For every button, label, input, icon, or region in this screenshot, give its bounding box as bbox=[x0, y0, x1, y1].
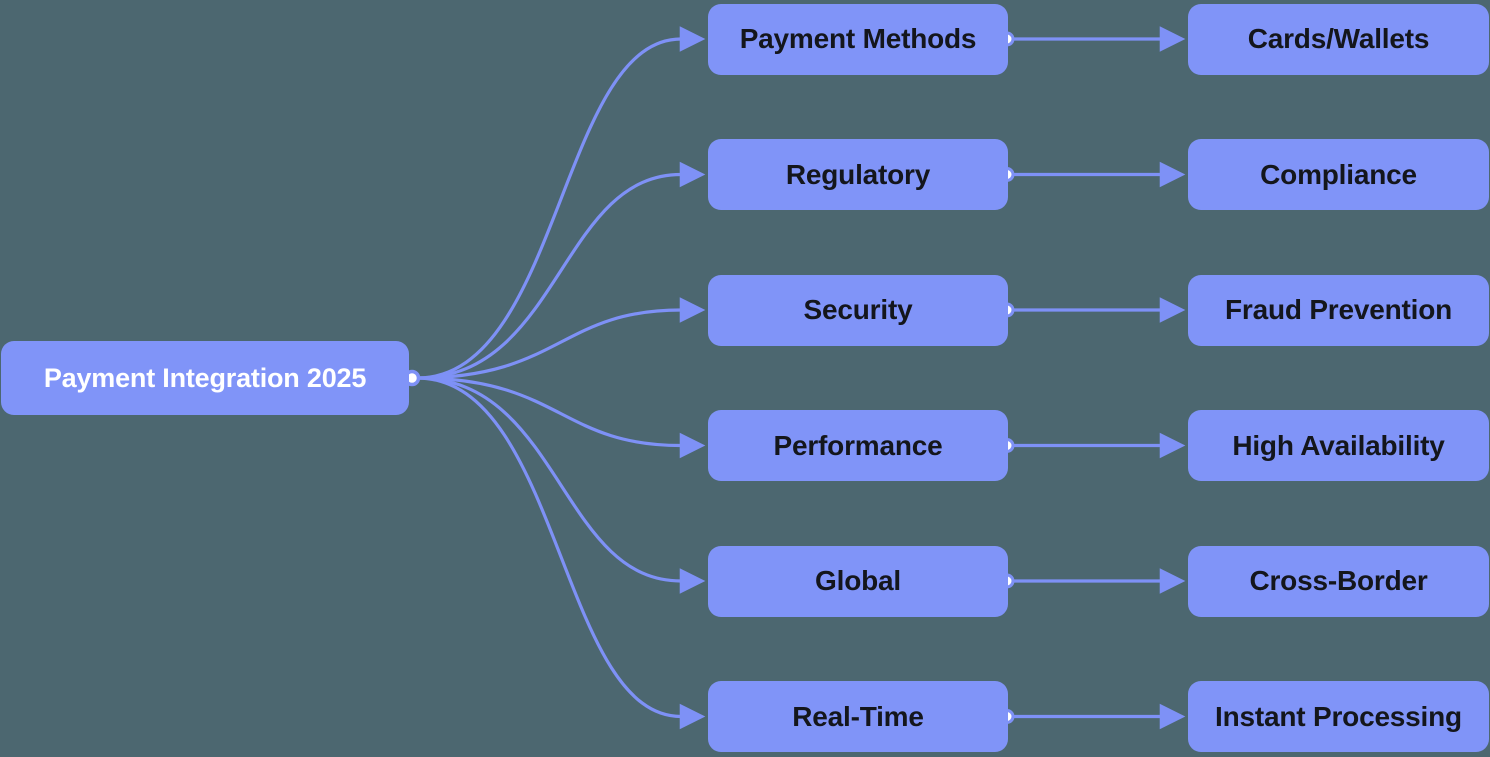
node-fraud-prevention[interactable]: Fraud Prevention bbox=[1188, 274, 1489, 346]
node-label: Cards/Wallets bbox=[1247, 23, 1430, 54]
node-global[interactable]: Global bbox=[708, 545, 1008, 617]
link-root-to-global bbox=[416, 376, 706, 594]
node-cards-wallets[interactable]: Cards/Wallets bbox=[1188, 3, 1489, 75]
link-root-to-regulatory bbox=[416, 161, 706, 380]
node-root-label: Payment Integration 2025 bbox=[43, 362, 367, 393]
link-root-to-security bbox=[416, 297, 706, 380]
node-label: Performance bbox=[773, 429, 943, 461]
node-regulatory[interactable]: Regulatory bbox=[708, 139, 1008, 210]
node-label: Security bbox=[803, 294, 913, 325]
node-label: Compliance bbox=[1260, 158, 1417, 190]
node-security[interactable]: Security bbox=[708, 274, 1008, 346]
node-instant-processing[interactable]: Instant Processing bbox=[1188, 681, 1489, 752]
node-label: High Availability bbox=[1232, 429, 1445, 461]
node-payment-methods[interactable]: Payment Methods bbox=[708, 3, 1008, 75]
node-label: Fraud Prevention bbox=[1224, 294, 1453, 325]
node-high-availability[interactable]: High Availability bbox=[1188, 410, 1489, 481]
link-root-to-performance bbox=[416, 376, 706, 459]
node-label: Payment Methods bbox=[739, 23, 977, 54]
node-real-time[interactable]: Real-Time bbox=[708, 681, 1008, 752]
link-root-to-real-time bbox=[416, 376, 706, 730]
node-label: Regulatory bbox=[785, 158, 931, 190]
node-root[interactable]: Payment Integration 2025 bbox=[1, 341, 409, 415]
node-label: Cross-Border bbox=[1249, 565, 1428, 596]
node-cross-border[interactable]: Cross-Border bbox=[1188, 545, 1489, 617]
node-compliance[interactable]: Compliance bbox=[1188, 139, 1489, 210]
node-label: Instant Processing bbox=[1215, 700, 1462, 732]
node-label: Global bbox=[815, 565, 901, 596]
node-label: Real-Time bbox=[792, 700, 924, 732]
node-performance[interactable]: Performance bbox=[708, 410, 1008, 481]
link-root-to-payment-methods bbox=[416, 26, 706, 380]
